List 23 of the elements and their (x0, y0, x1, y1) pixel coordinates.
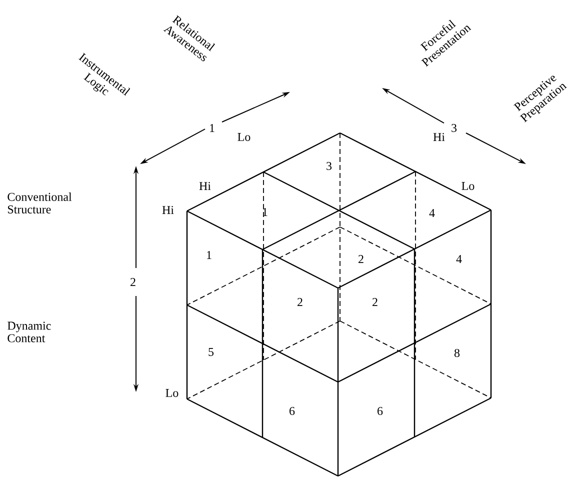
cell-number: 5 (208, 348, 214, 356)
level-label: Lo (238, 133, 250, 141)
axis-label: Dynamic Content (8, 322, 51, 342)
cell-number: 6 (378, 406, 383, 416)
cell-number: 6 (290, 406, 295, 416)
level-label: Hi (433, 133, 445, 141)
level-label: Lo (166, 389, 178, 397)
cell-number: 2 (372, 298, 378, 306)
axis-number: 3 (452, 124, 457, 132)
cell-number: 2 (298, 298, 302, 306)
axis-number: 1 (210, 124, 214, 132)
axis-label: Conventional Structure (8, 192, 72, 214)
level-label: Hi (199, 182, 211, 190)
cell-number: 3 (326, 162, 332, 170)
level-label: Lo (462, 182, 474, 190)
axis-number: 2 (130, 278, 136, 286)
cell-number: 4 (429, 209, 435, 217)
cell-number: 8 (454, 348, 460, 358)
cell-number: 1 (207, 251, 212, 259)
cell-number: 4 (456, 255, 462, 263)
level-label: Hi (162, 206, 174, 214)
cell-number: 1 (263, 208, 268, 216)
cell-number: 2 (358, 255, 364, 263)
